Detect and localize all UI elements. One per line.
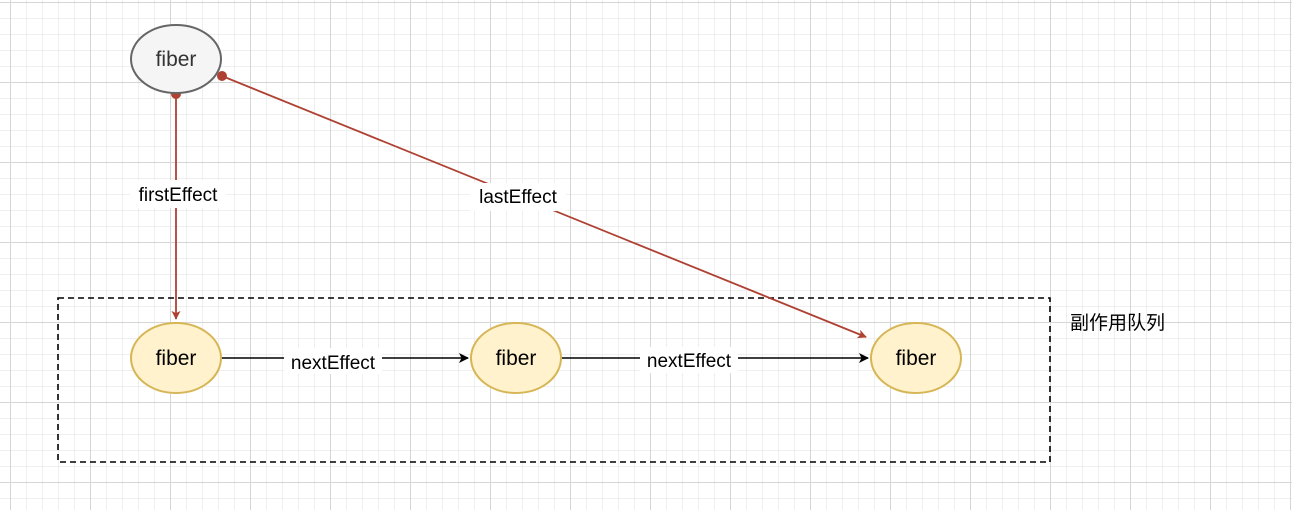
edge-last-effect-label: lastEffect [479,187,558,208]
edge-first-effect-label: firstEffect [139,185,219,206]
edge-next-effect-1[interactable]: nextEffect [222,348,469,374]
effect-queue-container [57,297,1051,463]
node-fiber-2-label: fiber [496,347,537,370]
edge-first-effect[interactable]: firstEffect [130,89,226,320]
edge-next-effect-2[interactable]: nextEffect [562,347,869,373]
node-fiber-3[interactable]: fiber [870,322,962,394]
node-fiber-2[interactable]: fiber [470,322,562,394]
edge-last-effect[interactable]: lastEffect [217,71,867,339]
node-root-fiber-label: fiber [156,48,197,71]
effect-queue-label: 副作用队列 [1070,312,1165,334]
edge-next-effect-1-label: nextEffect [291,353,376,374]
edge-last-effect-start-dot [217,71,227,81]
node-fiber-3-label: fiber [896,347,937,370]
node-fiber-1-label: fiber [156,347,197,370]
node-fiber-1[interactable]: fiber [130,322,222,394]
edge-next-effect-2-label: nextEffect [647,351,732,372]
node-root-fiber[interactable]: fiber [130,24,222,94]
